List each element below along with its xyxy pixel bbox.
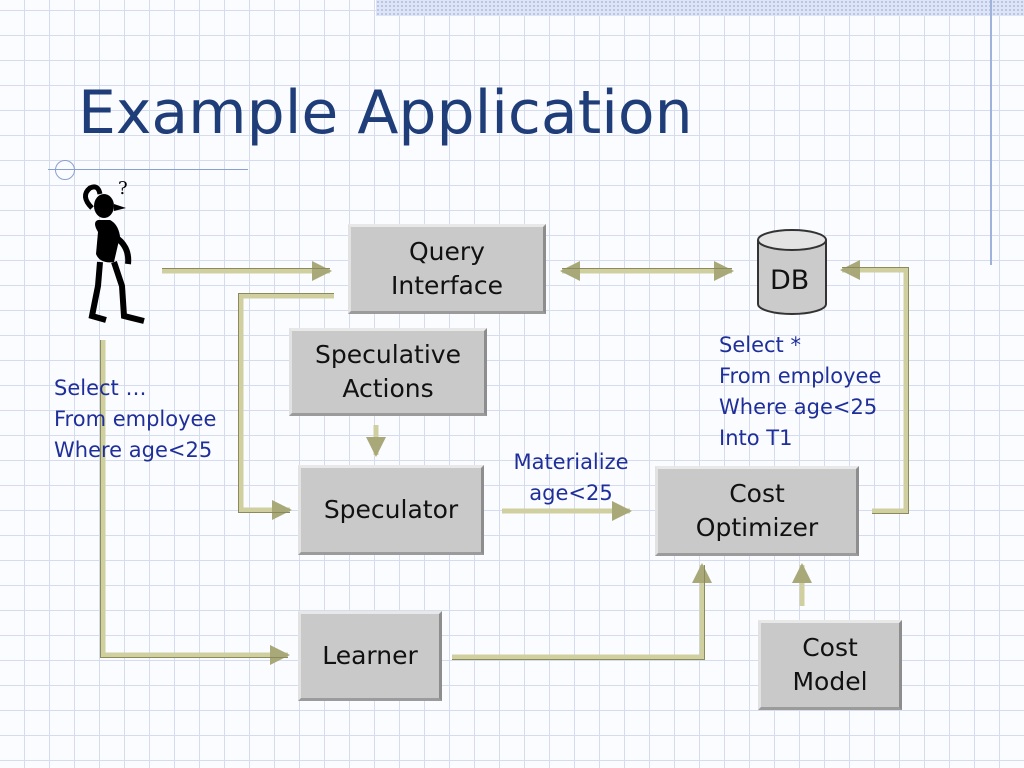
box-line: Query [409, 237, 485, 266]
label-line: Materialize [513, 450, 629, 474]
db-query-label: Select * From employee Where age<25 Into… [719, 330, 881, 454]
db-label: DB [770, 265, 810, 296]
arrow-user-to-learner [100, 340, 290, 665]
thinking-person-icon: ? [83, 178, 145, 324]
arrow-optimizer-to-db [840, 260, 909, 514]
label-line: From employee [719, 364, 882, 388]
title-underline [48, 169, 248, 170]
database-icon [757, 229, 827, 315]
label-line: Into T1 [719, 426, 793, 450]
learner-box: Learner [298, 611, 442, 701]
decorative-vertical-line [990, 0, 992, 265]
box-line: Cost [729, 479, 785, 508]
box-line: Speculative [315, 340, 461, 369]
arrow-learner-to-optimizer [452, 563, 712, 660]
box-line: Cost [802, 633, 858, 662]
label-line: age<25 [529, 481, 613, 505]
label-line: Select * [719, 333, 801, 357]
box-line: Optimizer [695, 513, 819, 542]
speculator-box: Speculator [298, 465, 484, 555]
box-line: Learner [322, 641, 418, 670]
label-line: From employee [54, 407, 217, 431]
box-line: Model [792, 667, 868, 696]
user-query-label: Select … From employee Where age<25 [54, 373, 216, 466]
arrow-query-to-speculator [238, 293, 334, 520]
slide-title: Example Application [78, 78, 693, 148]
label-line: Where age<25 [54, 438, 213, 462]
box-line: Speculator [323, 495, 459, 524]
materialize-label: Materialize age<25 [502, 447, 640, 509]
box-line: Interface [391, 271, 503, 300]
svg-text:?: ? [118, 178, 128, 199]
label-line: Select … [54, 376, 147, 400]
box-line: Actions [342, 374, 434, 403]
decorative-top-band [376, 0, 1024, 16]
decorative-circle [55, 160, 75, 180]
label-line: Where age<25 [719, 395, 878, 419]
